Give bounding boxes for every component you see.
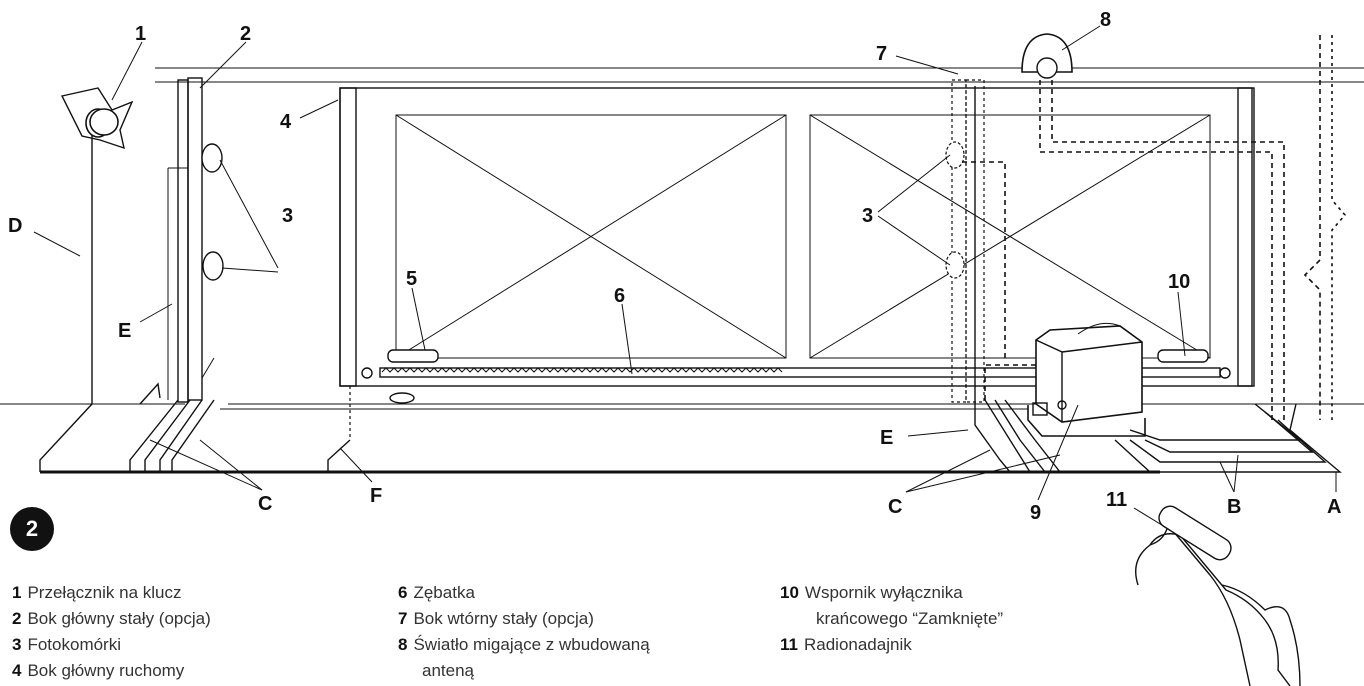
callout-4: 4 [280,111,292,133]
legend-text: Bok główny ruchomy [27,661,185,680]
callout-D: D [8,215,22,237]
callout-3-right: 3 [862,205,873,227]
callout-B: B [1227,496,1241,518]
left-pillar [39,87,134,472]
callout-10: 10 [1168,271,1190,293]
callout-C-left: C [258,493,272,515]
fixed-post [129,77,224,472]
legend-number: 3 [12,635,22,654]
legend-item: 3 Fotokomórki [12,632,211,658]
callout-6: 6 [614,285,625,307]
legend-column-3: 10 Wspornik wyłącznika krańcowego “Zamkni… [780,580,1003,658]
legend-number: 4 [12,661,22,680]
right-wall-edge [1303,35,1347,420]
legend-text: Fotokomórki [27,635,121,654]
legend-text: Wspornik wyłącznika [804,583,963,602]
legend-item: 6 Zębatka [398,580,650,606]
callout-7: 7 [876,43,887,65]
secondary-post [945,79,1061,473]
legend-item: 10 Wspornik wyłącznika [780,580,1003,606]
callout-9: 9 [1030,502,1041,524]
power-cables [1114,403,1342,473]
legend-text: krańcowego “Zamknięte” [816,609,1004,628]
legend-text: Światło migające z wbudowaną [413,635,650,654]
legend-number: 1 [12,583,22,602]
callout-1: 1 [135,23,146,45]
sliding-gate [327,87,1255,472]
legend-item-continued: krańcowego “Zamknięte” [780,606,1003,632]
callout-5: 5 [406,268,417,290]
gear-motor [1027,322,1146,437]
flashing-light [1021,33,1285,420]
legend-text: Przełącznik na klucz [27,583,182,602]
legend-number: 11 [780,635,798,654]
legend-column-2: 6 Zębatka 7 Bok wtórny stały (opcja) 8 Świa… [398,580,650,684]
legend-text: Bok wtórny stały (opcja) [413,609,594,628]
callout-11: 11 [1106,489,1127,511]
legend-item: 7 Bok wtórny stały (opcja) [398,606,650,632]
legend-text: Zębatka [413,583,475,602]
callout-A: A [1327,496,1341,518]
legend-number: 7 [398,609,408,628]
legend-number: 2 [12,609,22,628]
legend-column-1: 1 Przełącznik na klucz 2 Bok główny stały … [12,580,211,684]
legend-item: 8 Światło migające z wbudowaną [398,632,650,658]
wall-lines [0,67,1364,410]
legend-text: Radionadajnik [803,635,912,654]
callout-F: F [370,485,382,507]
legend-number: 6 [398,583,408,602]
callout-E-left: E [118,320,131,342]
legend-item: 11 Radionadajnik [780,632,1003,658]
legend-item: 4 Bok główny ruchomy [12,658,211,684]
callout-8: 8 [1100,9,1111,31]
callout-3-left: 3 [282,205,293,227]
figure-number-badge: 2 [10,507,54,551]
legend-item: 1 Przełącznik na klucz [12,580,211,606]
callout-C-right: C [888,496,902,518]
callout-E-right: E [880,427,893,449]
legend-number: 10 [780,583,799,602]
legend-text: Bok główny stały (opcja) [27,609,211,628]
remote-transmitter [1135,505,1301,686]
callout-2: 2 [240,23,251,45]
legend-item: 2 Bok główny stały (opcja) [12,606,211,632]
legend-item-continued: anteną [398,658,650,684]
legend-number: 8 [398,635,408,654]
legend-text: anteną [422,661,474,680]
leader-lines [33,25,1337,531]
